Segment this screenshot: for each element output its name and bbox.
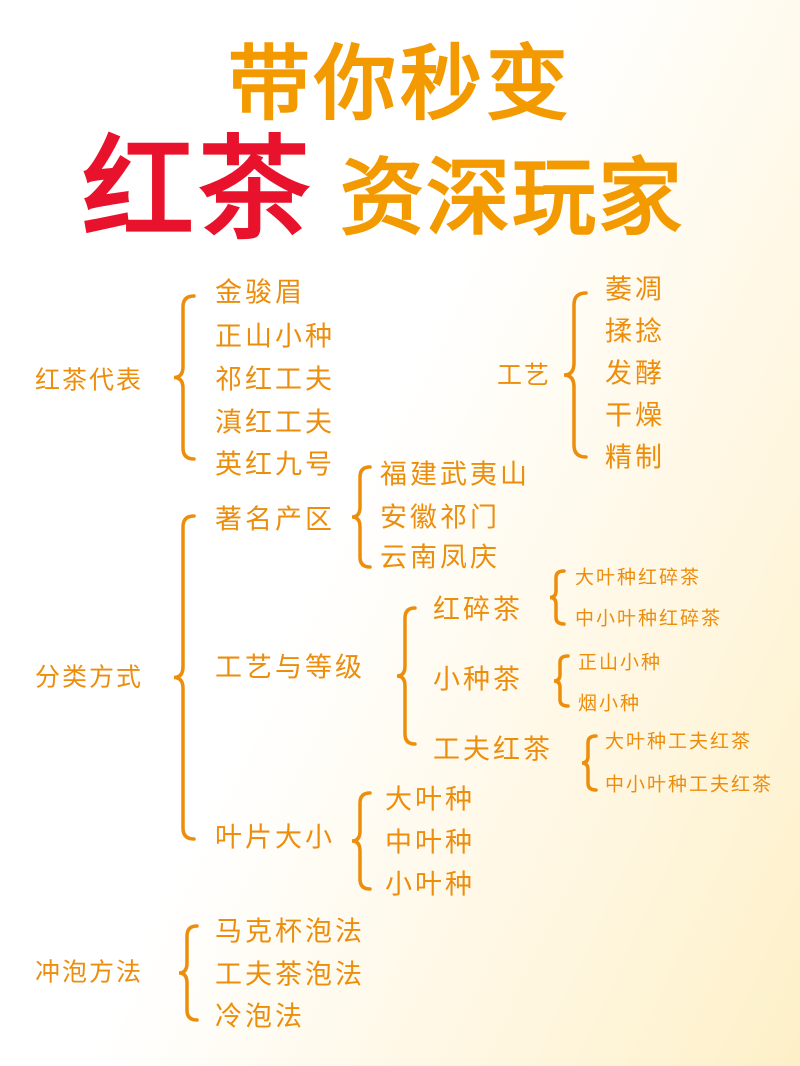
regions-label: 著名产区: [215, 504, 335, 536]
grade-group-label: 小种茶: [433, 664, 523, 696]
list-item: 福建武夷山: [380, 459, 530, 491]
list-item: 中小叶种工夫红茶: [605, 773, 774, 796]
title-line-2: 资深玩家: [340, 149, 685, 247]
list-item: 金骏眉: [215, 277, 305, 309]
list-item: 小叶种: [385, 869, 475, 901]
brace: [552, 654, 570, 708]
list-item: 干燥: [605, 400, 665, 432]
brace: [350, 465, 372, 569]
title-line-1: 带你秒变: [227, 37, 572, 132]
list-item: 马克杯泡法: [215, 916, 365, 948]
brewing-label: 冲泡方法: [35, 957, 144, 987]
grade-group-label: 红碎茶: [433, 594, 523, 626]
grade-group-label: 工夫红茶: [433, 734, 553, 766]
list-item: 大叶种: [385, 784, 475, 816]
grades-label: 工艺与等级: [215, 652, 365, 684]
list-item: 祁红工夫: [215, 364, 335, 396]
brace: [548, 569, 566, 626]
list-item: 中叶种: [385, 827, 475, 859]
representatives-label: 红茶代表: [35, 365, 144, 395]
list-item: 正山小种: [215, 321, 335, 353]
list-item: 精制: [605, 442, 665, 474]
process-label: 工艺: [497, 360, 552, 390]
list-item: 大叶种工夫红茶: [605, 730, 753, 753]
brace: [177, 924, 199, 1022]
brace: [172, 514, 196, 841]
list-item: 萎凋: [605, 274, 665, 306]
classification-label: 分类方式: [35, 662, 144, 692]
list-item: 发酵: [605, 358, 665, 390]
brace: [580, 734, 598, 792]
list-item: 滇红工夫: [215, 407, 335, 439]
list-item: 工夫茶泡法: [215, 959, 365, 991]
list-item: 烟小种: [578, 692, 642, 715]
list-item: 安徽祁门: [380, 502, 500, 534]
list-item: 冷泡法: [215, 1001, 305, 1033]
brace: [562, 291, 588, 459]
list-item: 揉捻: [605, 316, 665, 348]
list-item: 正山小种: [578, 651, 663, 674]
list-item: 中小叶种红碎茶: [575, 607, 723, 630]
brace: [395, 606, 417, 746]
leaf-size-label: 叶片大小: [215, 822, 335, 854]
list-item: 云南凤庆: [380, 542, 500, 574]
brace: [350, 791, 372, 891]
list-item: 英红九号: [215, 449, 335, 481]
title-highlight: 红茶: [82, 125, 314, 255]
brace: [172, 294, 196, 461]
list-item: 大叶种红碎茶: [575, 566, 702, 589]
